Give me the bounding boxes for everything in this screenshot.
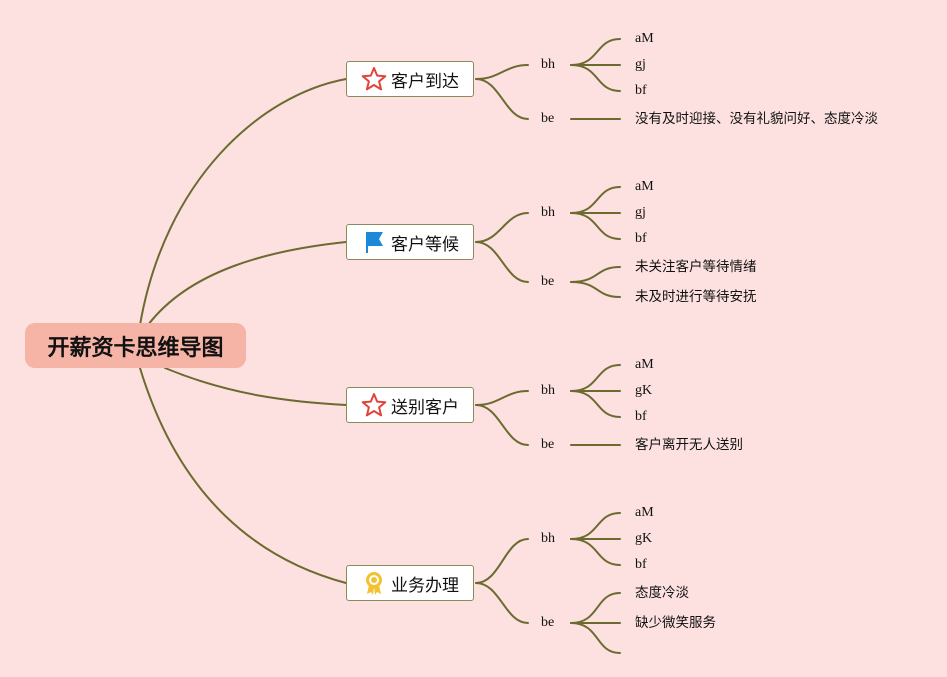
leaf-item[interactable]: bf bbox=[635, 231, 647, 246]
topic-label: 客户等候 bbox=[391, 234, 459, 255]
topic-connector bbox=[475, 538, 529, 584]
topic-connector bbox=[475, 404, 529, 446]
leaf-connector bbox=[570, 390, 621, 418]
group-label-be[interactable]: be bbox=[541, 437, 555, 452]
group-label-bh[interactable]: bh bbox=[541, 383, 555, 398]
leaf-connector bbox=[570, 538, 621, 566]
leaf-item[interactable]: gK bbox=[635, 531, 653, 546]
root-connector bbox=[139, 78, 347, 326]
leaf-item[interactable]: 未及时进行等待安抚 bbox=[635, 289, 757, 305]
leaf-connector bbox=[570, 266, 621, 283]
root-topic[interactable]: 开薪资卡思维导图 bbox=[25, 323, 246, 368]
root-connector bbox=[164, 367, 347, 406]
leaf-item[interactable]: aM bbox=[635, 179, 654, 194]
leaf-item[interactable]: 客户离开无人送别 bbox=[635, 437, 743, 453]
topic-label: 客户到达 bbox=[391, 71, 459, 92]
group-label-be[interactable]: be bbox=[541, 111, 555, 126]
leaf-item[interactable]: gj bbox=[635, 205, 646, 220]
star-outline-icon bbox=[361, 66, 387, 92]
topic-customer-farewell[interactable]: 送别客户 bbox=[346, 387, 474, 423]
leaf-connector bbox=[570, 512, 621, 540]
group-label-be[interactable]: be bbox=[541, 274, 555, 289]
topic-label: 业务办理 bbox=[391, 575, 459, 596]
topic-business-handling[interactable]: 业务办理 bbox=[346, 565, 474, 601]
topic-connector bbox=[475, 212, 529, 243]
topic-customer-arrival[interactable]: 客户到达 bbox=[346, 61, 474, 97]
award-ribbon-icon bbox=[361, 570, 387, 596]
leaf-connector bbox=[570, 622, 621, 654]
topic-connector bbox=[475, 390, 529, 406]
group-label-bh[interactable]: bh bbox=[541, 205, 555, 220]
leaf-item[interactable]: gK bbox=[635, 383, 653, 398]
leaf-connector bbox=[570, 186, 621, 214]
leaf-item[interactable]: bf bbox=[635, 409, 647, 424]
root-connector bbox=[147, 241, 347, 326]
topic-label: 送别客户 bbox=[391, 397, 459, 418]
root-connector bbox=[139, 367, 347, 584]
group-label-bh[interactable]: bh bbox=[541, 531, 555, 546]
leaf-item[interactable]: aM bbox=[635, 505, 654, 520]
leaf-item[interactable]: 没有及时迎接、没有礼貌问好、态度冷淡 bbox=[635, 111, 878, 127]
leaf-connector bbox=[570, 64, 621, 92]
group-label-bh[interactable]: bh bbox=[541, 57, 555, 72]
leaf-connector bbox=[570, 281, 621, 298]
leaf-item[interactable]: 缺少微笑服务 bbox=[635, 615, 716, 631]
root-title: 开薪资卡思维导图 bbox=[47, 335, 224, 361]
leaf-item[interactable]: aM bbox=[635, 357, 654, 372]
topic-connector bbox=[475, 582, 529, 624]
topic-connector bbox=[475, 78, 529, 120]
topic-connector bbox=[475, 64, 529, 80]
leaf-item[interactable]: bf bbox=[635, 83, 647, 98]
leaf-item[interactable]: bf bbox=[635, 557, 647, 572]
leaf-connector bbox=[570, 364, 621, 392]
blue-flag-icon bbox=[361, 229, 387, 255]
leaf-connector bbox=[570, 592, 621, 624]
star-outline-icon bbox=[361, 392, 387, 418]
leaf-item[interactable]: aM bbox=[635, 31, 654, 46]
leaf-connector bbox=[570, 212, 621, 240]
leaf-item[interactable]: 未关注客户等待情绪 bbox=[635, 259, 757, 275]
leaf-item[interactable]: gj bbox=[635, 57, 646, 72]
topic-customer-waiting[interactable]: 客户等候 bbox=[346, 224, 474, 260]
leaf-connector bbox=[570, 38, 621, 66]
leaf-item[interactable]: 态度冷淡 bbox=[635, 585, 689, 601]
group-label-be[interactable]: be bbox=[541, 615, 555, 630]
topic-connector bbox=[475, 241, 529, 283]
